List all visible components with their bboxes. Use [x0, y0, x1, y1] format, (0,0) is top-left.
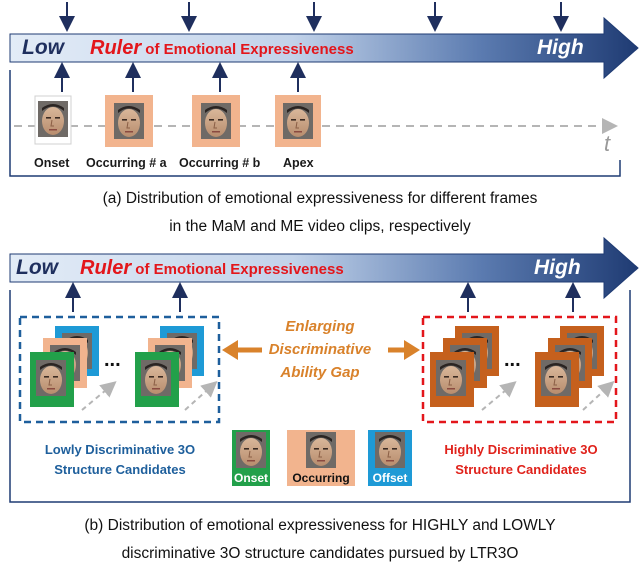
high-ellipsis: ...: [504, 349, 521, 371]
low-left-flow-arrow: [81, 381, 117, 411]
low-candidates-line2: Structure Candidates: [54, 462, 186, 477]
low-stack-right: [135, 326, 204, 407]
caption-a-line2: in the MaM and ME video clips, respectiv…: [169, 218, 471, 235]
ruler-arrow-b: [9, 236, 639, 300]
caption-a-line1: (a) Distribution of emotional expressive…: [102, 190, 538, 207]
panel-a-bracket: [9, 70, 621, 177]
legend-onset-swatch: [232, 430, 270, 486]
low-right-flow-arrow: [184, 381, 218, 411]
ruler-b-title: Ruler of Emotional Expressiveness: [80, 257, 344, 280]
frame-occurring-a: [105, 95, 153, 147]
ruler-arrow-a: [9, 16, 639, 80]
ruler-a-title-rest: of Emotional Expressiveness: [141, 41, 354, 58]
legend-onset-label: Onset: [233, 471, 268, 485]
high-candidates-line1: Highly Discriminative 3O: [444, 442, 598, 457]
legend-offset-swatch: [368, 430, 412, 486]
low-ellipsis: ...: [104, 349, 121, 371]
high-right-flow-arrow: [582, 380, 615, 411]
panel-a-up-arrows: [54, 62, 306, 92]
legend-occurring-label: Occurring: [292, 471, 350, 485]
low-stack-left: [30, 326, 99, 407]
frame-label-apex: Apex: [283, 156, 314, 170]
ruler-a-title: Ruler of Emotional Expressiveness: [90, 37, 354, 60]
high-candidates-line2: Structure Candidates: [455, 462, 587, 477]
frame-apex: [275, 95, 321, 147]
gap-double-arrow: [222, 340, 420, 360]
time-axis-label: t: [604, 131, 611, 156]
high-candidates-box: [421, 315, 618, 424]
legend-offset-label: Offset: [372, 471, 408, 485]
panel-b-up-arrows: [65, 282, 581, 312]
frame-occurring-b: [192, 95, 240, 147]
ruler-b-high-label: High: [534, 256, 581, 279]
legend-occurring-swatch: [287, 430, 355, 486]
ruler-a-high-label: High: [537, 36, 584, 59]
frame-label-occurring-a: Occurring # a: [86, 156, 167, 170]
ruler-b-low-label: Low: [16, 256, 58, 279]
gap-label-line1: Enlarging: [285, 318, 355, 335]
low-candidates-box: [18, 315, 221, 424]
high-stack-right: [535, 326, 604, 407]
low-candidates-line1: Lowly Discriminative 3O: [44, 442, 196, 457]
panel-b-bracket: [9, 290, 631, 503]
ruler-a-low-label: Low: [22, 36, 64, 59]
frame-label-occurring-b: Occurring # b: [179, 156, 261, 170]
ruler-b-title-rest: of Emotional Expressiveness: [131, 261, 344, 278]
gap-label-line3: Ability Gap: [280, 364, 360, 381]
caption-b-line1: (b) Distribution of emotional expressive…: [84, 517, 556, 534]
caption-b-line2: discriminative 3O structure candidates p…: [121, 545, 519, 562]
high-stack-left: [430, 326, 499, 407]
frame-onset: [34, 95, 72, 145]
panel-a-down-arrows: [59, 2, 569, 32]
ruler-a-title-word: Ruler: [90, 37, 142, 59]
frame-label-onset: Onset: [34, 156, 70, 170]
gap-label-line2: Discriminative: [268, 341, 372, 358]
ruler-b-title-word: Ruler: [80, 257, 132, 279]
high-left-flow-arrow: [481, 381, 517, 411]
